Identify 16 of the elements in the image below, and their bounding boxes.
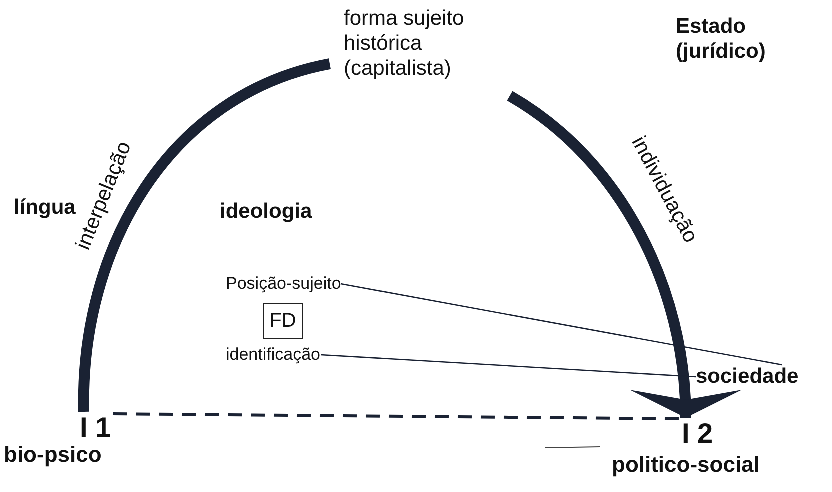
text-label: Estado (jurídico) <box>676 14 767 64</box>
fd-box: FD <box>263 303 303 339</box>
node-label: Posição-sujeito <box>226 274 342 294</box>
text-label: ideologia <box>220 200 312 224</box>
connector-line <box>340 283 782 366</box>
caption-text: politico-social <box>612 452 760 478</box>
node-label: sociedade <box>696 365 799 390</box>
curved-line <box>78 58 332 412</box>
node-label: identificação <box>226 345 321 365</box>
caption-text: bio-psico <box>4 442 102 468</box>
connector-line <box>320 354 696 378</box>
node-label: I 1 <box>80 412 112 444</box>
curved-arrow <box>507 91 741 418</box>
text-label: língua <box>14 196 76 219</box>
node-label: forma sujeito histórica (capitalista) <box>344 6 466 82</box>
node-label: I 2 <box>682 418 714 450</box>
